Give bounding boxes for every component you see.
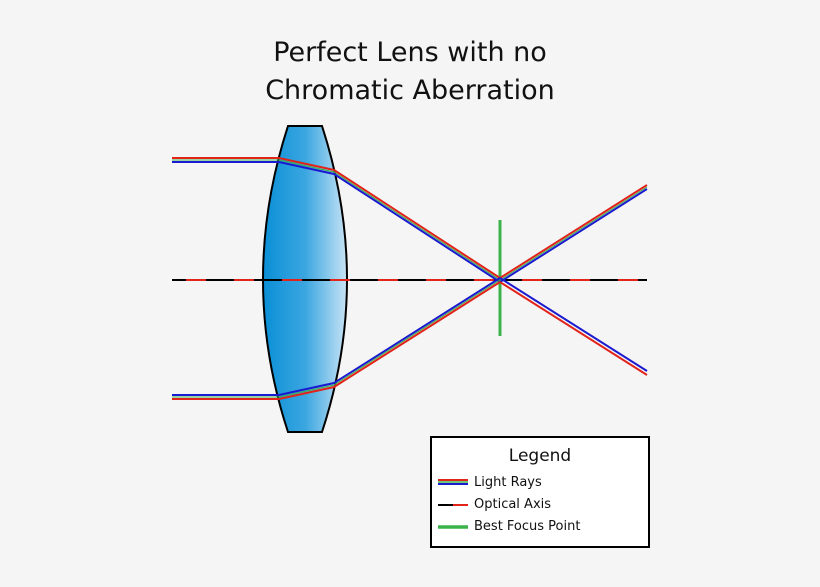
legend-title: Legend [508,446,572,466]
legend: Legend Light Rays Optical Axis Best Focu… [430,436,650,548]
light-ray-top-continuation [499,277,648,376]
optical-axis-swatch-icon [438,504,468,506]
legend-label: Light Rays [474,475,542,490]
light-ray-top [172,157,648,284]
legend-item-best-focus: Best Focus Point [432,516,648,538]
light-ray-bottom [172,277,501,400]
best-focus-swatch-icon [438,525,468,529]
title-line-2: Chromatic Aberration [265,75,555,106]
diagram-title: Perfect Lens with no Chromatic Aberratio… [0,34,820,110]
legend-item-light-rays: Light Rays [432,472,648,494]
legend-label: Optical Axis [474,497,552,512]
legend-label: Best Focus Point [474,519,581,534]
title-line-1: Perfect Lens with no [273,37,547,68]
light-rays-swatch-icon [438,479,468,485]
legend-item-optical-axis: Optical Axis [432,494,648,516]
